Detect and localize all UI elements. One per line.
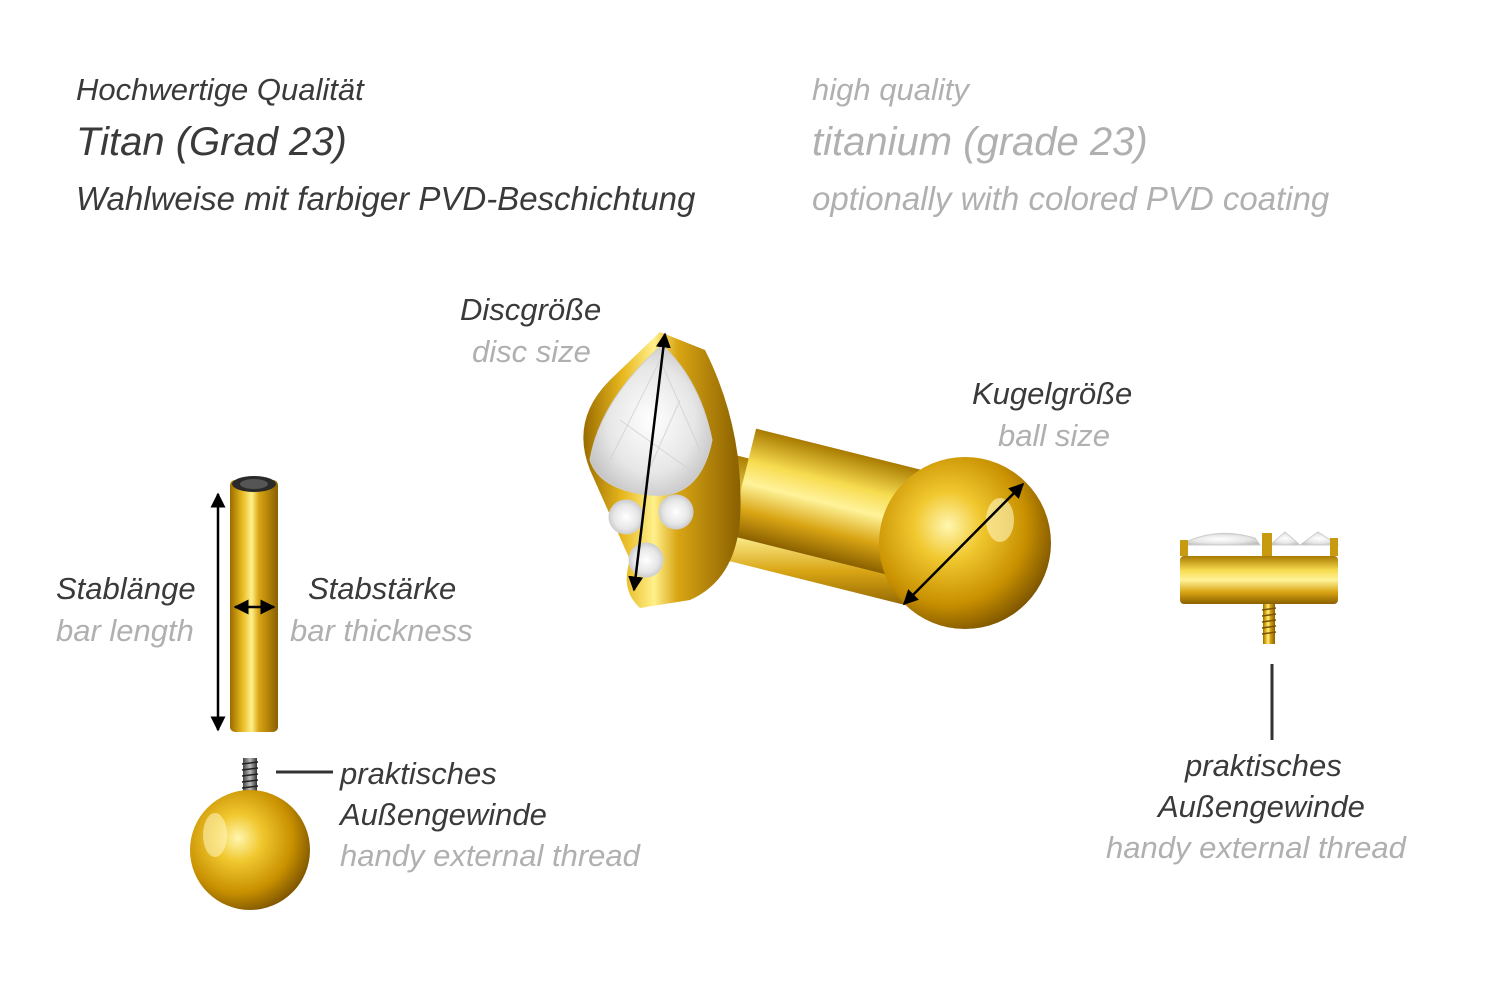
- assembled-piercing: [583, 332, 1051, 629]
- quality-label-de: Hochwertige Qualität: [76, 72, 364, 107]
- bar-length-label-en: bar length: [56, 613, 194, 648]
- thread-right-label-en: handy external thread: [1106, 830, 1406, 865]
- bar-part: [210, 476, 278, 732]
- ball-size-arrow: [902, 482, 1025, 606]
- disc-top-part: [1179, 531, 1340, 740]
- bar-thickness-label-en: bar thickness: [290, 613, 473, 648]
- coating-label-en: optionally with colored PVD coating: [812, 180, 1330, 217]
- disc-size-label-de: Discgröße: [460, 292, 602, 327]
- thread-right-label-de-1: praktisches: [1185, 748, 1342, 783]
- ball-size-label-en: ball size: [998, 418, 1110, 453]
- ball-size-label-de: Kugelgröße: [972, 376, 1133, 411]
- bar-thickness-label-de: Stabstärke: [308, 571, 457, 606]
- disc-size-arrow: [628, 332, 671, 592]
- quality-label-en: high quality: [812, 72, 969, 107]
- bar-length-label-de: Stablänge: [56, 571, 196, 606]
- thread-left-label-de-1: praktisches: [340, 756, 497, 791]
- coating-label-de: Wahlweise mit farbiger PVD-Beschichtung: [76, 180, 696, 217]
- material-label-de: Titan (Grad 23): [76, 120, 347, 164]
- thread-right-label-de-2: Außengewinde: [1158, 789, 1365, 824]
- thread-left-label-en: handy external thread: [340, 838, 640, 873]
- threaded-ball-part: [190, 758, 333, 910]
- thread-left-label-de-2: Außengewinde: [340, 797, 547, 832]
- disc-size-label-en: disc size: [472, 334, 591, 369]
- material-label-en: titanium (grade 23): [812, 120, 1148, 164]
